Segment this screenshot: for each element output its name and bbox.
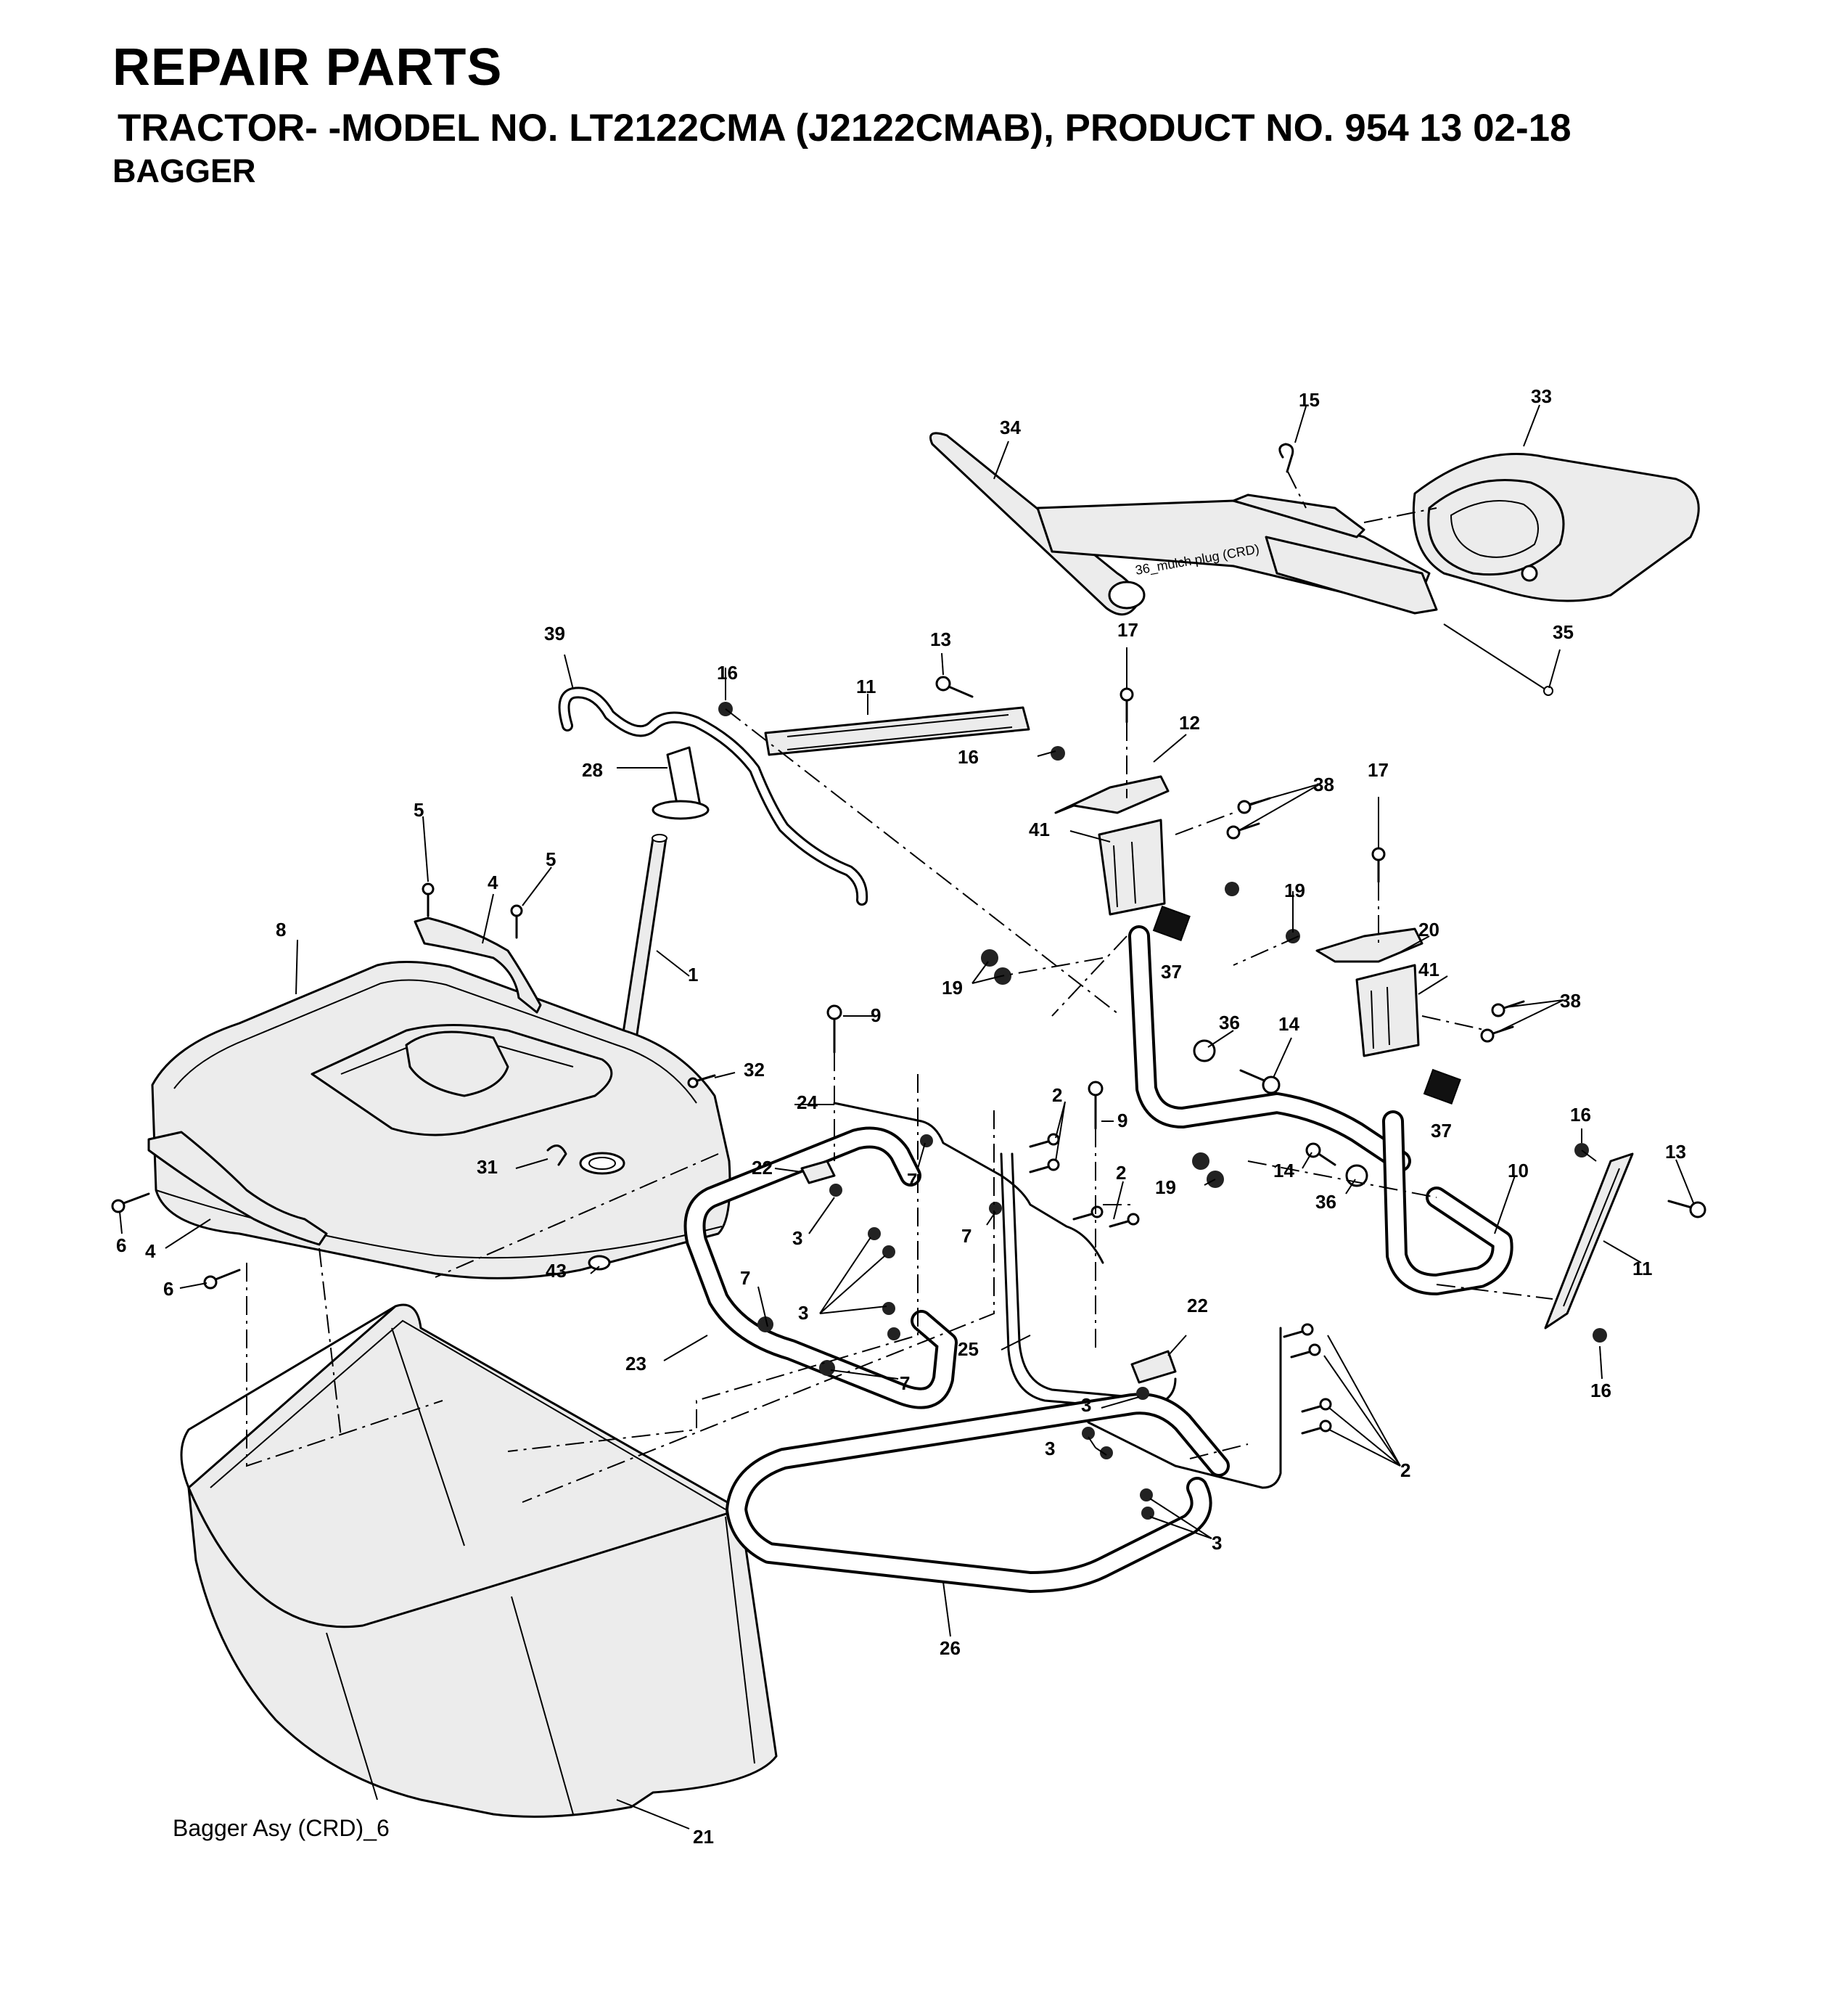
callout-8: 8 — [276, 919, 286, 941]
leader-lines — [119, 404, 1695, 1829]
callout-5-a: 5 — [414, 799, 424, 821]
callout-13-a: 13 — [930, 628, 951, 650]
callout-33: 33 — [1531, 385, 1552, 407]
callout-7-b: 7 — [961, 1225, 971, 1247]
callout-16-b: 16 — [958, 746, 979, 768]
mulch-plug-assembly: 36_mulch plug (CRD) — [929, 432, 1700, 696]
callout-28: 28 — [582, 759, 603, 781]
callout-41-a: 41 — [1029, 819, 1050, 840]
diagram-caption: Bagger Asy (CRD)_6 — [173, 1815, 390, 1841]
page-title: REPAIR PARTS — [112, 38, 503, 97]
brackets-11 — [764, 706, 1634, 1329]
callout-3-b: 3 — [798, 1302, 808, 1324]
callout-34: 34 — [1000, 417, 1021, 438]
callout-38-a: 38 — [1313, 774, 1334, 795]
callout-26: 26 — [940, 1637, 961, 1659]
callout-14-a: 14 — [1278, 1013, 1299, 1035]
callout-22-b: 22 — [1187, 1295, 1208, 1316]
callout-15: 15 — [1299, 389, 1320, 411]
bag-21 — [180, 1303, 778, 1818]
callout-numbers: 34 15 33 35 39 28 16 11 13 16 17 12 38 4… — [116, 385, 1686, 1848]
callout-6-a: 6 — [116, 1234, 126, 1256]
callout-2-b: 2 — [1116, 1162, 1126, 1184]
callout-36-a: 36 — [1219, 1012, 1240, 1033]
bagger-lid-8 — [151, 960, 731, 1279]
rod-39 — [558, 687, 868, 906]
frame-26 — [726, 1327, 1282, 1593]
pad-37-upper — [1152, 905, 1191, 942]
page-header: REPAIR PARTS TRACTOR- -MODEL NO. LT2122C… — [0, 0, 1824, 218]
callout-7-d: 7 — [900, 1372, 910, 1394]
callout-3-d: 3 — [1045, 1438, 1055, 1459]
hardware — [111, 676, 1706, 1520]
callout-19-a: 19 — [1284, 880, 1305, 901]
callout-7-c: 7 — [740, 1267, 750, 1289]
lid-handles-4 — [147, 917, 542, 1246]
callout-36-b: 36 — [1315, 1191, 1336, 1213]
pad-37-lower — [1423, 1068, 1461, 1105]
callout-2-a: 2 — [1052, 1084, 1062, 1106]
callout-37-a: 37 — [1161, 961, 1182, 983]
callout-14-b: 14 — [1273, 1160, 1294, 1181]
callout-25: 25 — [958, 1338, 979, 1360]
callout-19-c: 19 — [1155, 1176, 1176, 1198]
callout-43: 43 — [546, 1260, 567, 1282]
callout-16-a: 16 — [717, 662, 738, 684]
section-title: BAGGER — [112, 152, 256, 189]
callout-3-e: 3 — [1212, 1532, 1222, 1554]
callout-20: 20 — [1418, 919, 1439, 941]
callout-17-a: 17 — [1117, 619, 1138, 641]
frame-23 — [683, 1126, 958, 1409]
callout-41-b: 41 — [1418, 959, 1439, 980]
support-arms-10 — [1128, 925, 1513, 1295]
callout-21: 21 — [693, 1826, 714, 1848]
callout-13-b: 13 — [1665, 1141, 1686, 1163]
callout-22-a: 22 — [752, 1157, 773, 1179]
callout-4-a: 4 — [488, 872, 498, 893]
callout-39: 39 — [544, 623, 565, 644]
callout-11-a: 11 — [856, 676, 876, 697]
callout-9-b: 9 — [1117, 1110, 1127, 1131]
callout-19-b: 19 — [942, 977, 963, 999]
callout-37-b: 37 — [1431, 1120, 1452, 1142]
callout-7-a: 7 — [907, 1169, 917, 1191]
callout-10: 10 — [1508, 1160, 1529, 1181]
callout-5-b: 5 — [546, 848, 556, 870]
callout-16-d: 16 — [1590, 1380, 1611, 1401]
callout-3-c: 3 — [1081, 1394, 1091, 1416]
callout-6-b: 6 — [163, 1278, 173, 1300]
frame-24-25 — [833, 1102, 1177, 1409]
callout-24: 24 — [797, 1091, 818, 1113]
callout-38-b: 38 — [1560, 990, 1581, 1012]
alignment-lines — [246, 708, 1597, 1503]
callout-35: 35 — [1553, 621, 1574, 643]
callout-31: 31 — [477, 1156, 498, 1178]
callout-3-a: 3 — [792, 1227, 802, 1249]
callout-2-c: 2 — [1400, 1459, 1410, 1481]
callout-4-b: 4 — [145, 1240, 156, 1262]
brackets-12-20-41 — [1054, 775, 1424, 1057]
callout-9-a: 9 — [871, 1004, 881, 1026]
callout-12: 12 — [1179, 712, 1200, 734]
callout-23: 23 — [625, 1353, 646, 1374]
callout-17-b: 17 — [1368, 759, 1389, 781]
callout-16-c: 16 — [1570, 1104, 1591, 1126]
callout-11-b: 11 — [1632, 1258, 1653, 1279]
callout-1: 1 — [688, 964, 698, 986]
model-line: TRACTOR- -MODEL NO. LT2122CMA (J2122CMAB… — [118, 107, 1572, 149]
callout-32: 32 — [744, 1059, 765, 1081]
